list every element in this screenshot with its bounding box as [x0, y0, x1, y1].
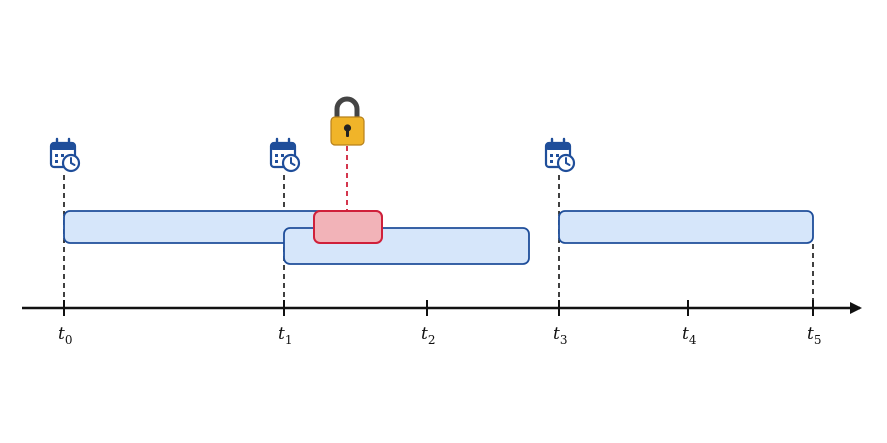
time-axis: t0 t1 t2 t3 t4 t5: [22, 300, 862, 347]
tick-label-t4: t4: [682, 324, 697, 347]
conflict-segment: [313, 210, 383, 244]
tick-label-t3: t3: [553, 324, 567, 347]
intervals: [63, 210, 814, 265]
calendar-icons: [49, 137, 576, 173]
axis-ticks: [63, 300, 814, 316]
calendar-clock-icon: [544, 137, 576, 173]
tick-label-t2: t2: [421, 324, 435, 347]
tick-label-t5: t5: [807, 324, 821, 347]
padlock-icon: [330, 96, 365, 146]
calendar-clock-icon: [269, 137, 301, 173]
tick-label-t1: t1: [278, 324, 292, 347]
tick-label-t0: t0: [58, 324, 72, 347]
calendar-clock-icon: [49, 137, 81, 173]
axis-tick-labels: t0 t1 t2 t3 t4 t5: [58, 324, 821, 347]
interval-bar-3: [558, 210, 814, 244]
